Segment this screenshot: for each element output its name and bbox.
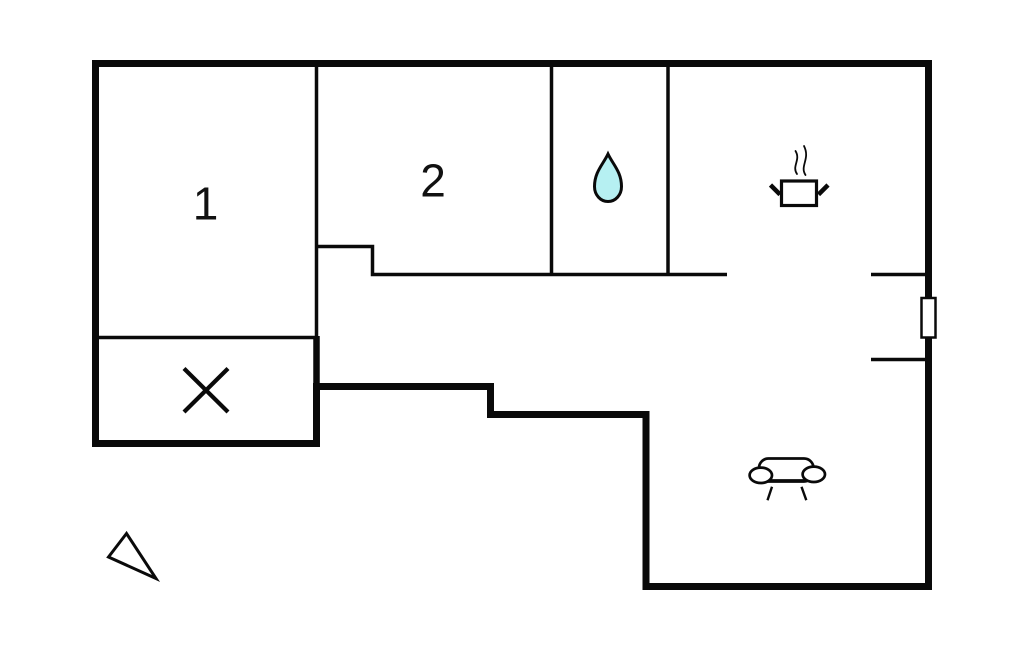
outer-walls xyxy=(92,60,932,590)
north-arrow-icon xyxy=(106,530,161,582)
interior-walls xyxy=(95,63,925,387)
sofa-armrest-left xyxy=(748,466,774,485)
pot-body xyxy=(779,179,819,208)
sofa-leg-left xyxy=(766,486,774,501)
sofa-armrest-right xyxy=(801,465,827,484)
pot-handle-right xyxy=(816,183,830,197)
pot-steam-right xyxy=(802,145,808,176)
window-marker xyxy=(920,296,937,339)
x-stroke-2 xyxy=(182,367,230,414)
sofa-leg-right xyxy=(800,486,808,501)
water-drop-icon xyxy=(592,150,624,204)
x-marker-icon xyxy=(182,367,230,414)
pot-steam-left xyxy=(794,150,799,175)
sofa-icon xyxy=(748,457,827,501)
cooking-pot-icon xyxy=(768,145,830,208)
room-2-label: 2 xyxy=(420,155,446,207)
room-1-label: 1 xyxy=(193,178,219,230)
pot-handle-left xyxy=(768,183,782,197)
